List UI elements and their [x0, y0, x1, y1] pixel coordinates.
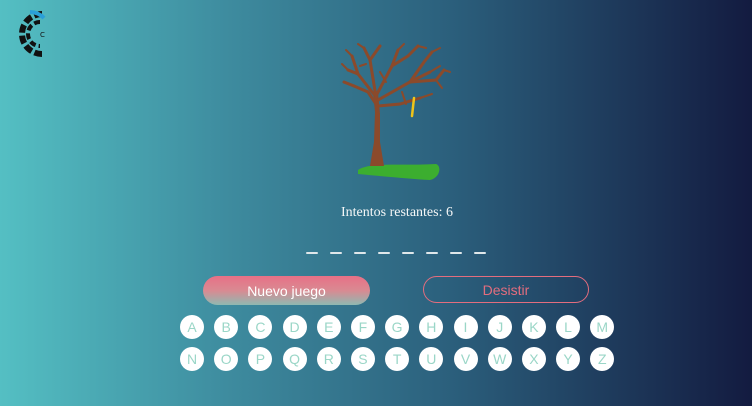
key-x[interactable]: X [521, 347, 546, 371]
keyboard-row-1: A B C D E F G H I J K L M [180, 315, 624, 339]
key-y[interactable]: Y [556, 347, 581, 371]
new-game-button[interactable]: Nuevo juego [203, 276, 370, 305]
key-t[interactable]: T [385, 347, 410, 371]
key-n[interactable]: N [180, 347, 204, 371]
letter-slot [378, 252, 390, 254]
key-m[interactable]: M [590, 315, 615, 339]
tree-icon [340, 42, 452, 184]
logo-icon: C [10, 8, 54, 60]
key-h[interactable]: H [419, 315, 444, 339]
key-g[interactable]: G [385, 315, 410, 339]
letter-slot [450, 252, 462, 254]
key-c[interactable]: C [248, 315, 273, 339]
key-j[interactable]: J [487, 315, 512, 339]
key-s[interactable]: S [350, 347, 375, 371]
key-r[interactable]: R [316, 347, 341, 371]
keyboard-row-2: N O P Q R S T U V W X Y Z [180, 347, 624, 371]
key-q[interactable]: Q [282, 347, 307, 371]
key-i[interactable]: I [453, 315, 478, 339]
key-p[interactable]: P [248, 347, 273, 371]
key-d[interactable]: D [282, 315, 307, 339]
attempts-remaining: Intentos restantes: 6 [341, 205, 453, 220]
key-a[interactable]: A [180, 315, 204, 339]
letter-slot [306, 252, 318, 254]
key-k[interactable]: K [521, 315, 546, 339]
letter-slot [474, 252, 486, 254]
key-w[interactable]: W [487, 347, 512, 371]
key-u[interactable]: U [419, 347, 444, 371]
letter-slot [330, 252, 342, 254]
key-z[interactable]: Z [590, 347, 615, 371]
key-v[interactable]: V [453, 347, 478, 371]
quit-button[interactable]: Desistir [423, 276, 589, 303]
key-f[interactable]: F [350, 315, 375, 339]
letter-slot [402, 252, 414, 254]
key-l[interactable]: L [556, 315, 581, 339]
key-b[interactable]: B [214, 315, 239, 339]
letter-slot [426, 252, 438, 254]
word-slots [306, 252, 486, 254]
letter-slot [354, 252, 366, 254]
key-o[interactable]: O [214, 347, 239, 371]
key-e[interactable]: E [316, 315, 341, 339]
svg-text:C: C [40, 31, 45, 39]
